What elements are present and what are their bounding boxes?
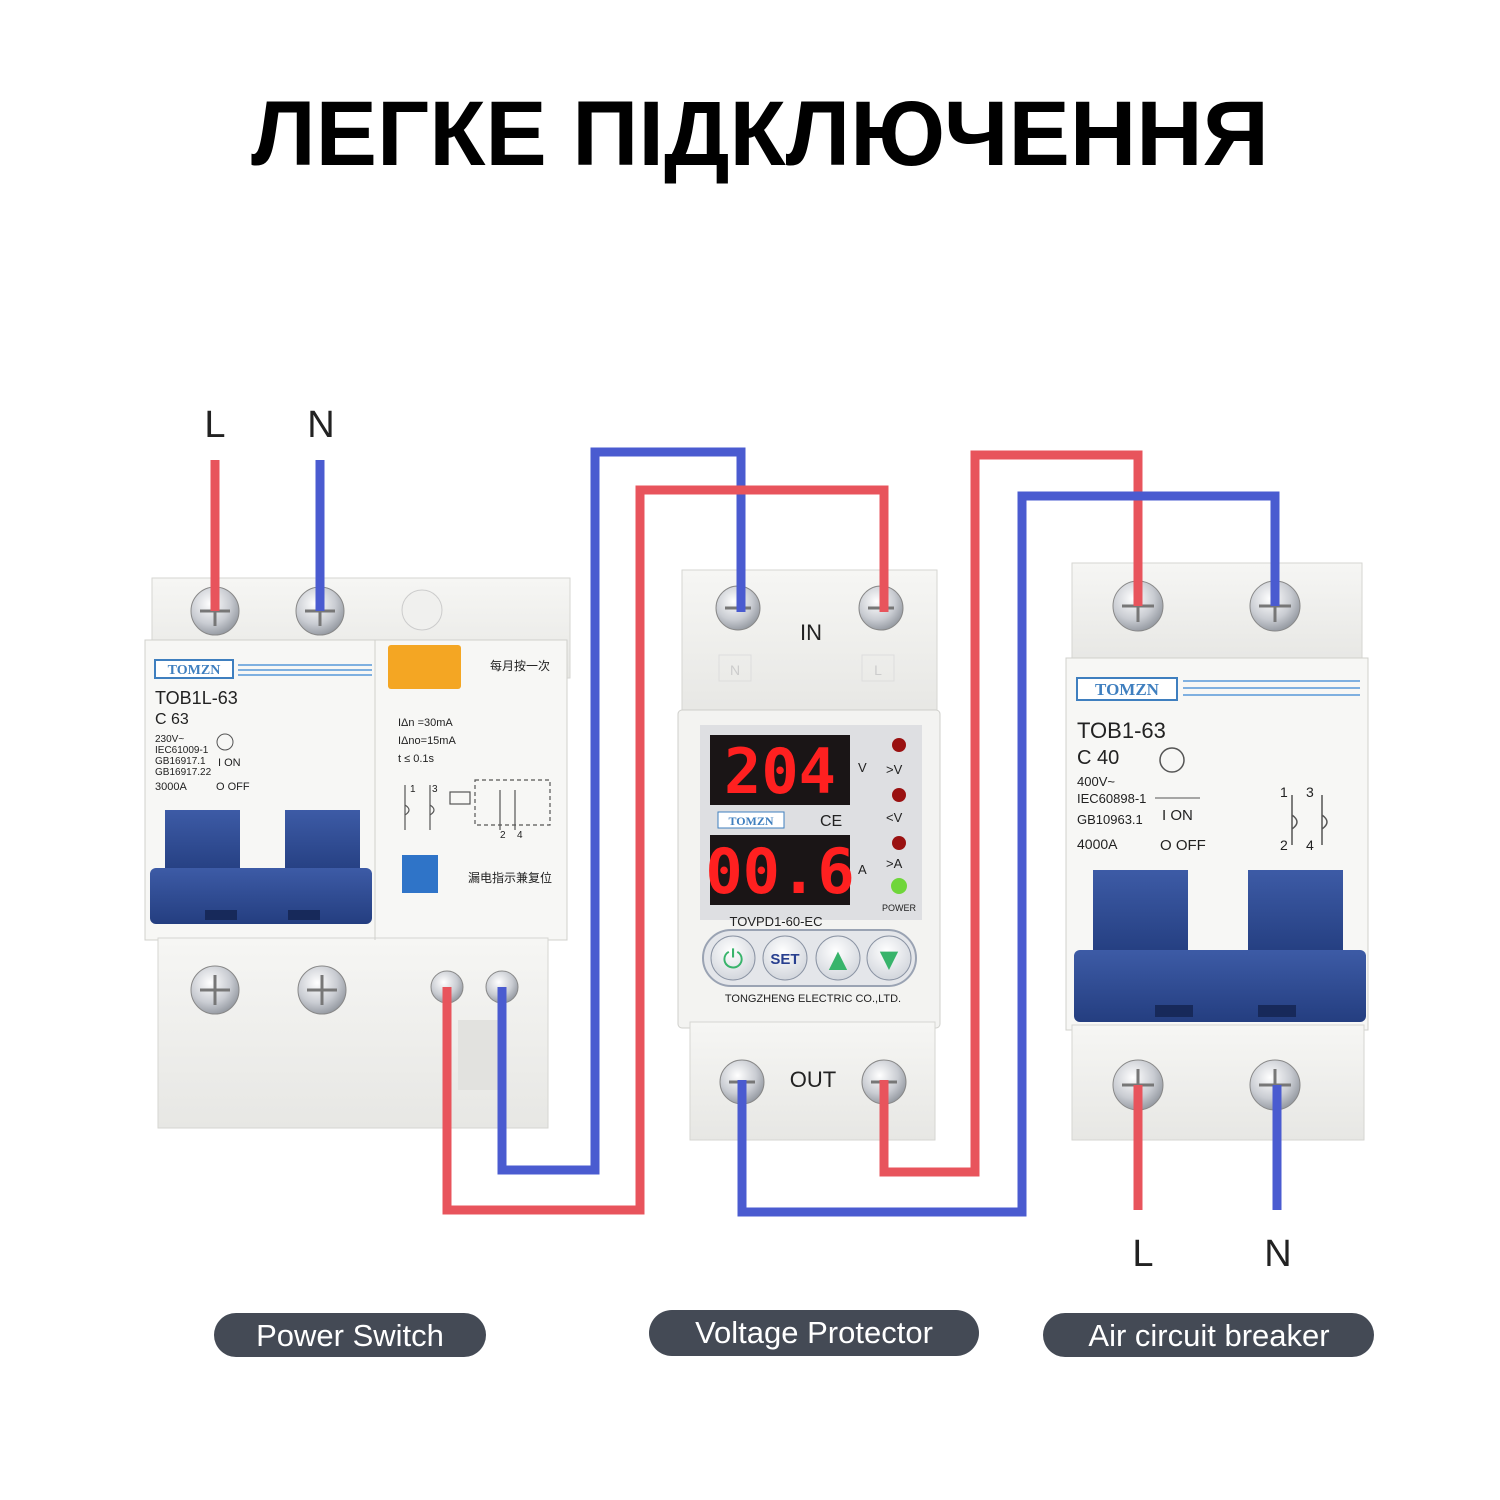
spec-line: IEC61009-1	[155, 745, 209, 756]
terminal-number: 4	[1306, 837, 1314, 853]
circuit-symbol	[404, 779, 551, 830]
off-label: O OFF	[216, 781, 250, 793]
breaker-handle[interactable]	[150, 810, 372, 924]
spec-line: 4000A	[1077, 836, 1118, 852]
power-icon: ⏻	[723, 945, 744, 975]
brand-logo: TOMZN	[728, 814, 773, 828]
current-unit: A	[858, 862, 867, 877]
spec-line: 3000A	[155, 781, 187, 793]
leak-indicator	[402, 855, 438, 893]
voltage-display	[710, 735, 850, 805]
screw-terminal	[297, 965, 347, 1015]
manufacturer-label: TONGZHENG ELECTRIC CO.,LTD.	[725, 993, 901, 1005]
terminal-number: 2	[500, 830, 506, 841]
neutral-wire	[737, 491, 1280, 1217]
on-label: I ON	[218, 757, 241, 769]
under-voltage-label: <V	[886, 810, 903, 825]
on-label: I ON	[1162, 807, 1193, 824]
terminal-number: 3	[432, 784, 438, 795]
terminal-number: 1	[1280, 784, 1288, 800]
live-wire	[442, 485, 889, 1215]
over-voltage-led	[892, 738, 906, 752]
caption-voltage-protector: Voltage Protector	[649, 1310, 979, 1356]
neutral-label: N	[307, 404, 334, 446]
caption-text: Power Switch	[256, 1318, 444, 1353]
up-arrow-icon: ▲	[829, 945, 848, 973]
power-label: POWER	[882, 903, 917, 913]
power-led	[891, 878, 907, 894]
screw-terminal	[190, 965, 240, 1015]
input-label: IN	[800, 620, 822, 645]
output-label: OUT	[790, 1067, 836, 1092]
caption-air-breaker: Air circuit breaker	[1043, 1313, 1374, 1357]
line-label: L	[1132, 1233, 1153, 1275]
breaker-handle[interactable]	[1074, 870, 1366, 1022]
terminal-number: 3	[1306, 784, 1314, 800]
up-button[interactable]: ▲	[815, 935, 861, 981]
over-voltage-label: >V	[886, 762, 903, 777]
under-voltage-led	[892, 788, 906, 802]
terminal-number: 2	[1280, 837, 1288, 853]
over-current-led	[892, 836, 906, 850]
spec-line: GB16917.22	[155, 767, 212, 778]
line-label: L	[204, 404, 225, 446]
rating-label: C 40	[1077, 747, 1119, 769]
off-label: O OFF	[1160, 837, 1206, 854]
current-display	[710, 835, 850, 905]
set-label: SET	[770, 951, 799, 968]
caption-text: Voltage Protector	[695, 1315, 933, 1350]
live-wire	[879, 450, 1143, 1177]
spec-line: GB16917.1	[155, 756, 206, 767]
leak-spec: IΔn =30mA	[398, 717, 453, 729]
over-current-label: >A	[886, 856, 903, 871]
test-note: 每月按一次	[490, 658, 550, 673]
voltage-unit: V	[858, 760, 867, 775]
neutral-mark: N	[730, 662, 740, 678]
voltage-protector: IN OUT N L 204 V TOMZN CE 00.6 A >V <V >…	[677, 569, 941, 1141]
spec-line: 230V~	[155, 734, 184, 745]
current-reading: 00.6	[705, 835, 854, 908]
voltage-reading: 204	[724, 735, 836, 808]
ce-mark: CE	[820, 813, 842, 830]
caption-power-switch: Power Switch	[214, 1313, 486, 1357]
circuit-symbol	[1291, 795, 1328, 845]
model-label: TOB1L-63	[155, 688, 238, 708]
model-label: TOB1-63	[1077, 718, 1166, 743]
model-label: TOVPD1-60-EC	[730, 914, 823, 929]
rating-label: C 63	[155, 711, 189, 728]
leak-spec: t ≤ 0.1s	[398, 753, 434, 765]
brand-logo: TOMZN	[168, 663, 221, 678]
leak-spec: IΔno=15mA	[398, 735, 456, 747]
air-circuit-breaker: TOMZN TOB1-63 C 40 400V~ IEC60898-1 GB10…	[1065, 562, 1369, 1141]
line-mark: L	[874, 662, 882, 678]
terminal-number: 4	[517, 830, 523, 841]
spec-line: 400V~	[1077, 774, 1115, 789]
set-button[interactable]: SET	[762, 935, 808, 981]
caption-text: Air circuit breaker	[1088, 1318, 1329, 1353]
page-title: ЛЕГКЕ ПІДКЛЮЧЕННЯ	[251, 83, 1269, 185]
terminal-number: 1	[410, 784, 416, 795]
down-arrow-icon: ▼	[880, 945, 899, 973]
neutral-wire	[497, 447, 746, 1175]
down-button[interactable]: ▼	[866, 935, 912, 981]
test-button[interactable]	[388, 645, 461, 689]
wires	[210, 447, 1282, 1217]
power-switch: TOMZN TOB1L-63 C 63 230V~ IEC61009-1 GB1…	[144, 577, 571, 1129]
neutral-label: N	[1264, 1233, 1291, 1275]
power-button[interactable]: ⏻	[710, 935, 756, 981]
brand-logo: TOMZN	[1095, 680, 1160, 699]
reset-note: 漏电指示兼复位	[468, 870, 552, 885]
spec-line: GB10963.1	[1077, 812, 1143, 827]
spec-line: IEC60898-1	[1077, 791, 1146, 806]
